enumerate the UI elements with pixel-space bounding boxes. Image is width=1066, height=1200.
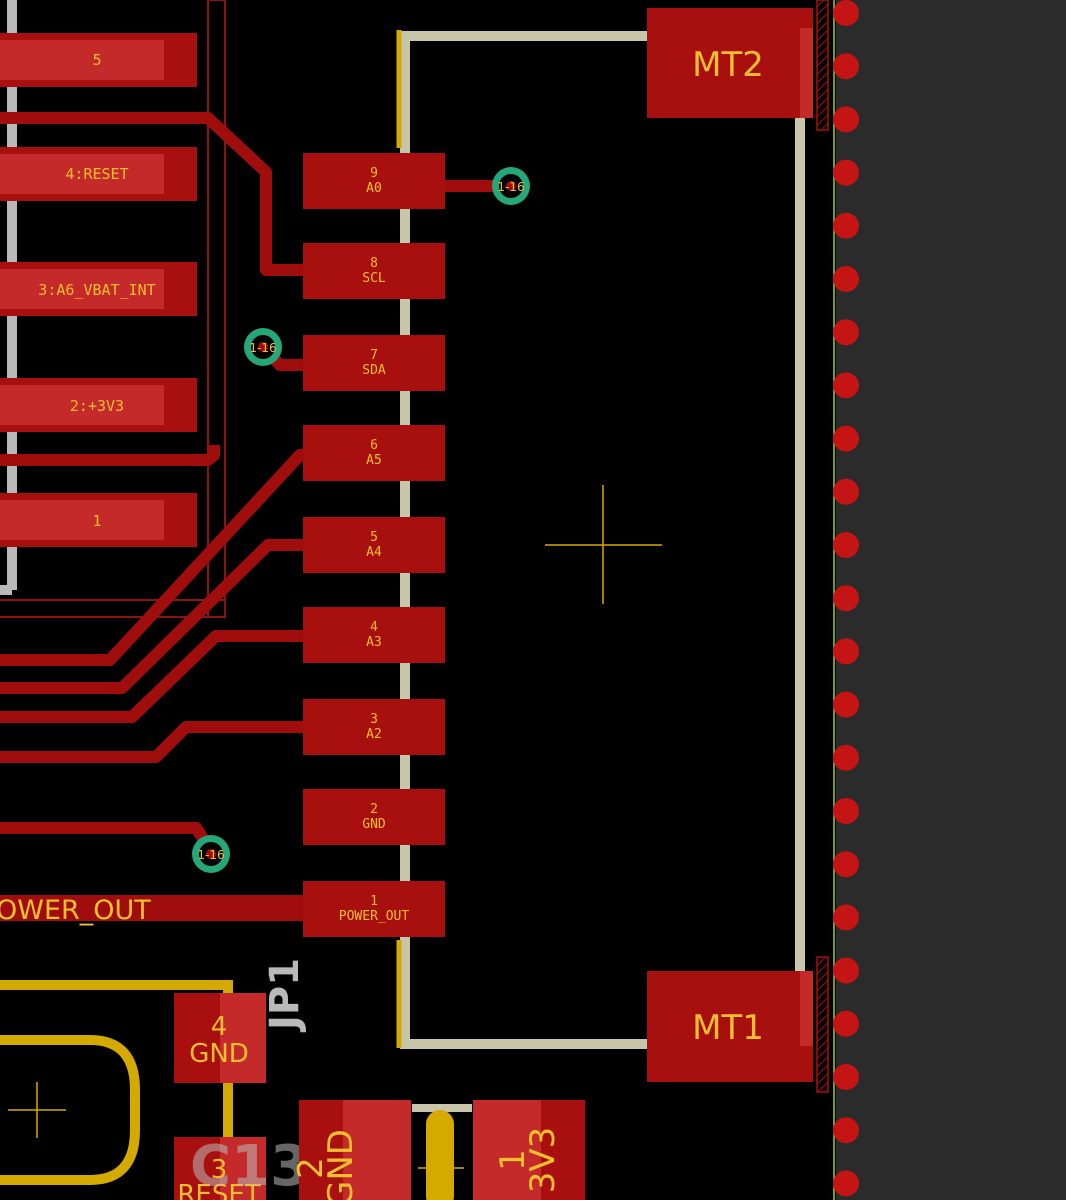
left-keepout-outline bbox=[207, 0, 226, 618]
via-1[interactable]: 1-16 bbox=[492, 167, 530, 205]
pad-4-name: GND bbox=[189, 1039, 249, 1069]
pin-4-num: 4 bbox=[370, 620, 378, 635]
pin-1-name: POWER_OUT bbox=[339, 909, 410, 924]
edge-pad[interactable] bbox=[833, 532, 859, 558]
edge-pad[interactable] bbox=[833, 744, 859, 771]
via-2[interactable]: 1-16 bbox=[244, 328, 282, 366]
pin-6-pad[interactable] bbox=[303, 425, 445, 481]
edge-pad[interactable] bbox=[833, 266, 859, 292]
via-3-label: 1-16 bbox=[197, 848, 224, 862]
mount-pad-mt2-label: MT2 bbox=[692, 45, 764, 85]
pin-2-pad[interactable] bbox=[303, 789, 445, 845]
mount-pad-mt2[interactable] bbox=[647, 8, 813, 118]
mount-pads: MT2 MT1 bbox=[647, 8, 813, 1082]
via-2-label: 1-16 bbox=[249, 341, 276, 355]
pin-5-name: A4 bbox=[366, 545, 382, 560]
edge-pad[interactable] bbox=[833, 212, 859, 239]
pin-4-pad[interactable] bbox=[303, 607, 445, 663]
pin-8-name: SCL bbox=[362, 271, 386, 286]
left-pad-4-label: 4:RESET bbox=[65, 165, 128, 183]
pin-2-name: GND bbox=[362, 817, 386, 832]
cap-pad-1-num: 1 bbox=[493, 1149, 533, 1171]
edge-pad[interactable] bbox=[833, 106, 859, 133]
refdes-c13: C13 bbox=[190, 1134, 309, 1199]
cap-body bbox=[426, 1110, 454, 1200]
cap-pad-2-label: GND bbox=[321, 1129, 361, 1200]
trace-a5 bbox=[0, 449, 306, 666]
edge-pad[interactable] bbox=[833, 585, 859, 612]
edge-pad[interactable] bbox=[833, 957, 859, 984]
edge-pad[interactable] bbox=[833, 1170, 859, 1197]
cap-pad-1-label: 3V3 bbox=[523, 1127, 563, 1194]
pin-7-num: 7 bbox=[370, 348, 378, 363]
pin-8-num: 8 bbox=[370, 256, 378, 271]
pad-3-num: 3 bbox=[211, 1155, 228, 1185]
origin-crosshair bbox=[545, 485, 662, 604]
left-pad-5-label: 5 bbox=[92, 51, 101, 69]
pin-7-pad[interactable] bbox=[303, 335, 445, 391]
vias: 1-16 1-16 1-16 bbox=[192, 167, 530, 873]
pin-7-name: SDA bbox=[362, 363, 386, 378]
edge-pad[interactable] bbox=[833, 798, 859, 824]
edge-pad[interactable] bbox=[833, 159, 859, 186]
bottom-capacitor: GND 2 3V3 1 bbox=[291, 1100, 585, 1200]
pin-1-num: 1 bbox=[370, 894, 378, 909]
edge-pad[interactable] bbox=[833, 1064, 859, 1090]
pin-9-pad[interactable] bbox=[303, 153, 445, 209]
edge-pad[interactable] bbox=[833, 319, 859, 346]
pin-4-name: A3 bbox=[366, 635, 382, 650]
trace-scl bbox=[0, 112, 305, 276]
trace-a4 bbox=[0, 539, 305, 694]
pin-3-pad[interactable] bbox=[303, 699, 445, 755]
bottom-left-component: 4 GND 3 RESET C13 bbox=[0, 980, 309, 1200]
left-pads: 5 4:RESET 3:A6_VBAT_INT 2:+3V3 1 bbox=[0, 33, 197, 547]
net-label-power-out: OWER_OUT bbox=[0, 895, 151, 926]
left-pad-1-label: 1 bbox=[92, 512, 101, 530]
pad-4-num: 4 bbox=[211, 1012, 228, 1042]
trace-a2 bbox=[0, 721, 305, 763]
pin-1-pad[interactable] bbox=[303, 881, 445, 937]
mount-pad-mt1-label: MT1 bbox=[692, 1008, 764, 1048]
left-pad-3-label: 3:A6_VBAT_INT bbox=[38, 281, 155, 299]
pin-9-num: 9 bbox=[370, 166, 378, 181]
edge-pad[interactable] bbox=[833, 425, 859, 452]
via-3[interactable]: 1-16 bbox=[192, 835, 230, 873]
edge-pad[interactable] bbox=[833, 638, 859, 665]
via-1-label: 1-16 bbox=[497, 180, 524, 194]
pin-3-num: 3 bbox=[370, 712, 378, 727]
edge-pad-row bbox=[833, 0, 859, 1197]
trace-left-upper bbox=[0, 445, 220, 466]
edge-pad[interactable] bbox=[833, 478, 859, 505]
refdes-jp1: JP1 bbox=[262, 958, 308, 1033]
pin-2-num: 2 bbox=[370, 802, 378, 817]
edge-pad[interactable] bbox=[833, 1010, 859, 1037]
trace-via3 bbox=[0, 822, 217, 856]
left-pad-2-label: 2:+3V3 bbox=[70, 397, 124, 415]
pin-5-pad[interactable] bbox=[303, 517, 445, 573]
edge-pad[interactable] bbox=[833, 53, 859, 80]
pin-6-num: 6 bbox=[370, 438, 378, 453]
right-panel bbox=[836, 0, 1066, 1200]
mount-pad-mt1[interactable] bbox=[647, 971, 813, 1082]
keepout-top-right bbox=[816, 0, 829, 131]
connector-pins: 9 A0 8 SCL 7 SDA 6 A5 5 A4 4 A3 3 A2 2 G… bbox=[303, 153, 445, 937]
edge-pad[interactable] bbox=[833, 691, 859, 718]
edge-pad[interactable] bbox=[833, 372, 859, 399]
edge-pad[interactable] bbox=[833, 851, 859, 878]
edge-pad[interactable] bbox=[833, 904, 859, 931]
pin-9-name: A0 bbox=[366, 181, 382, 196]
pin-5-num: 5 bbox=[370, 530, 378, 545]
keepout-bottom-right bbox=[816, 956, 829, 1093]
pin-3-name: A2 bbox=[366, 727, 382, 742]
pin-8-pad[interactable] bbox=[303, 243, 445, 299]
left-keepout-bottom bbox=[0, 599, 226, 618]
pin-6-name: A5 bbox=[366, 453, 382, 468]
trace-a3 bbox=[0, 630, 305, 723]
edge-pad[interactable] bbox=[833, 0, 859, 26]
edge-pad[interactable] bbox=[833, 1117, 859, 1144]
cap-pad-2-num: 2 bbox=[291, 1157, 331, 1179]
pad-3-name: RESET bbox=[177, 1180, 260, 1200]
